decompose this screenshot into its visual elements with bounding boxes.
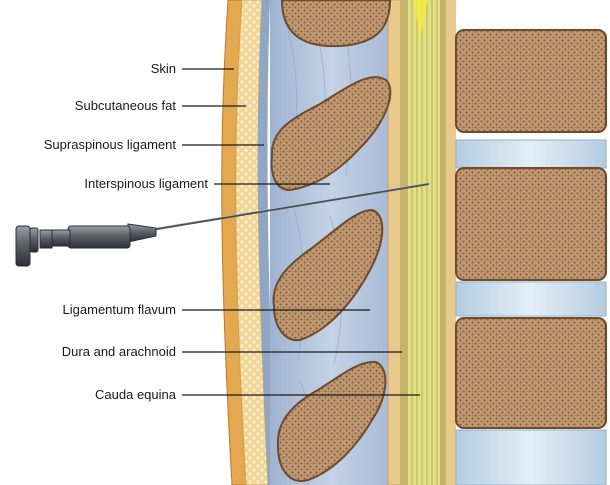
label-subcutaneous-fat: Subcutaneous fat: [75, 98, 176, 113]
cauda-equina-region: [408, 0, 440, 485]
label-supraspinous-ligament: Supraspinous ligament: [44, 137, 176, 152]
label-cauda-equina: Cauda equina: [95, 387, 176, 402]
label-skin: Skin: [151, 61, 176, 76]
label-ligamentum-flavum: Ligamentum flavum: [63, 302, 176, 317]
vertebral-bodies: [456, 30, 606, 485]
label-interspinous-ligament: Interspinous ligament: [84, 176, 208, 191]
dura-anterior: [440, 0, 446, 485]
dura-layer: [400, 0, 408, 485]
ligamentum-flavum-strip: [388, 0, 402, 485]
posterior-longitudinal-ligament: [446, 0, 456, 485]
label-dura-and-arachnoid: Dura and arachnoid: [62, 344, 176, 359]
